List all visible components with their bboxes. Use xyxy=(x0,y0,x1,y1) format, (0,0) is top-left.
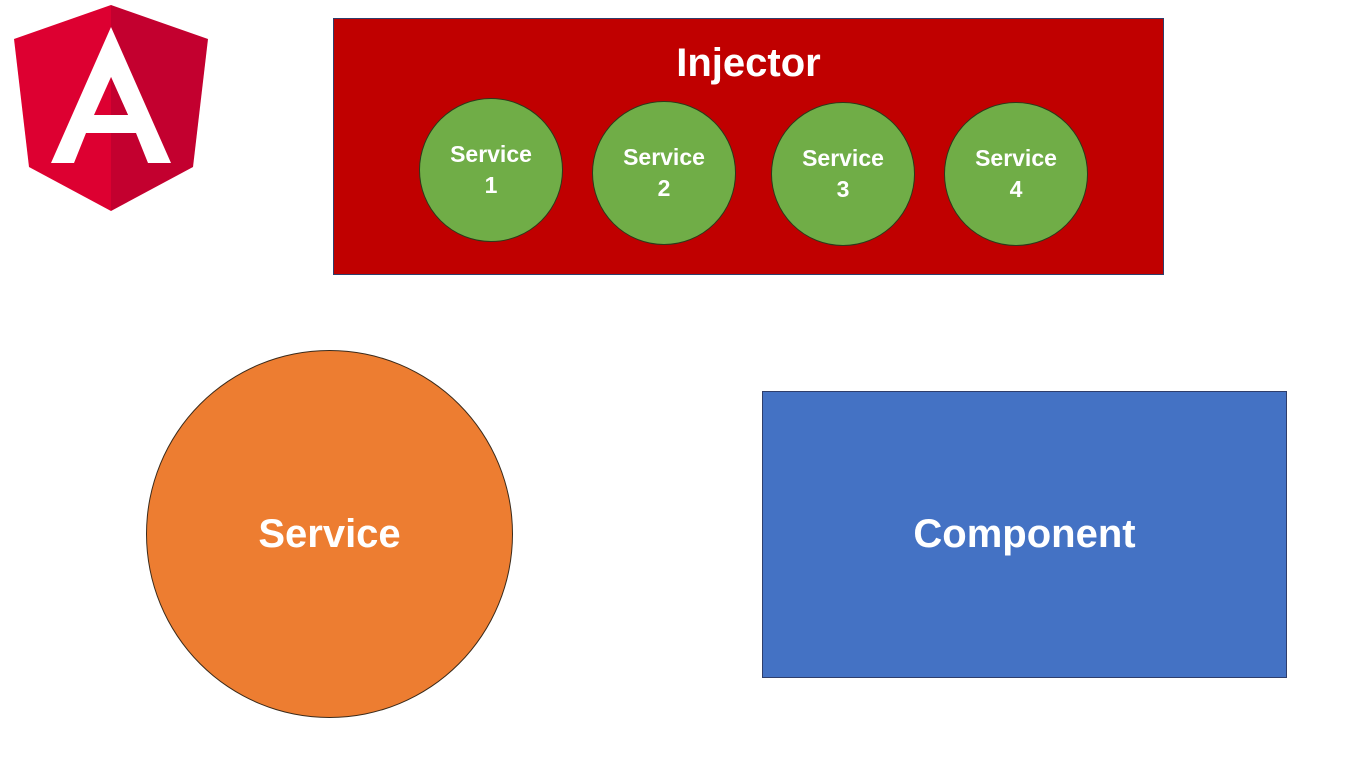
service-label: Service xyxy=(975,145,1057,171)
service-circle-label: Service xyxy=(258,511,401,556)
service-number: 2 xyxy=(657,175,671,201)
service-number: 4 xyxy=(1009,176,1023,202)
injector-service-1: Service 1 xyxy=(419,98,563,242)
injector-box: Injector Service 1 Service 2 Service 3 S… xyxy=(333,18,1164,275)
injector-title: Injector xyxy=(676,41,821,85)
angular-logo-icon xyxy=(14,5,208,211)
service-label: Service xyxy=(802,145,884,171)
service-circle: Service xyxy=(146,350,513,718)
injector-service-3: Service 3 xyxy=(771,102,915,246)
component-label: Component xyxy=(913,512,1136,556)
injector-service-2: Service 2 xyxy=(592,101,736,245)
service-number: 1 xyxy=(484,172,498,198)
component-box: Component xyxy=(762,391,1287,678)
angular-logo xyxy=(14,5,208,211)
service-number: 3 xyxy=(836,176,850,202)
injector-service-4: Service 4 xyxy=(944,102,1088,246)
service-label: Service xyxy=(623,144,705,170)
service-label: Service xyxy=(450,141,532,167)
